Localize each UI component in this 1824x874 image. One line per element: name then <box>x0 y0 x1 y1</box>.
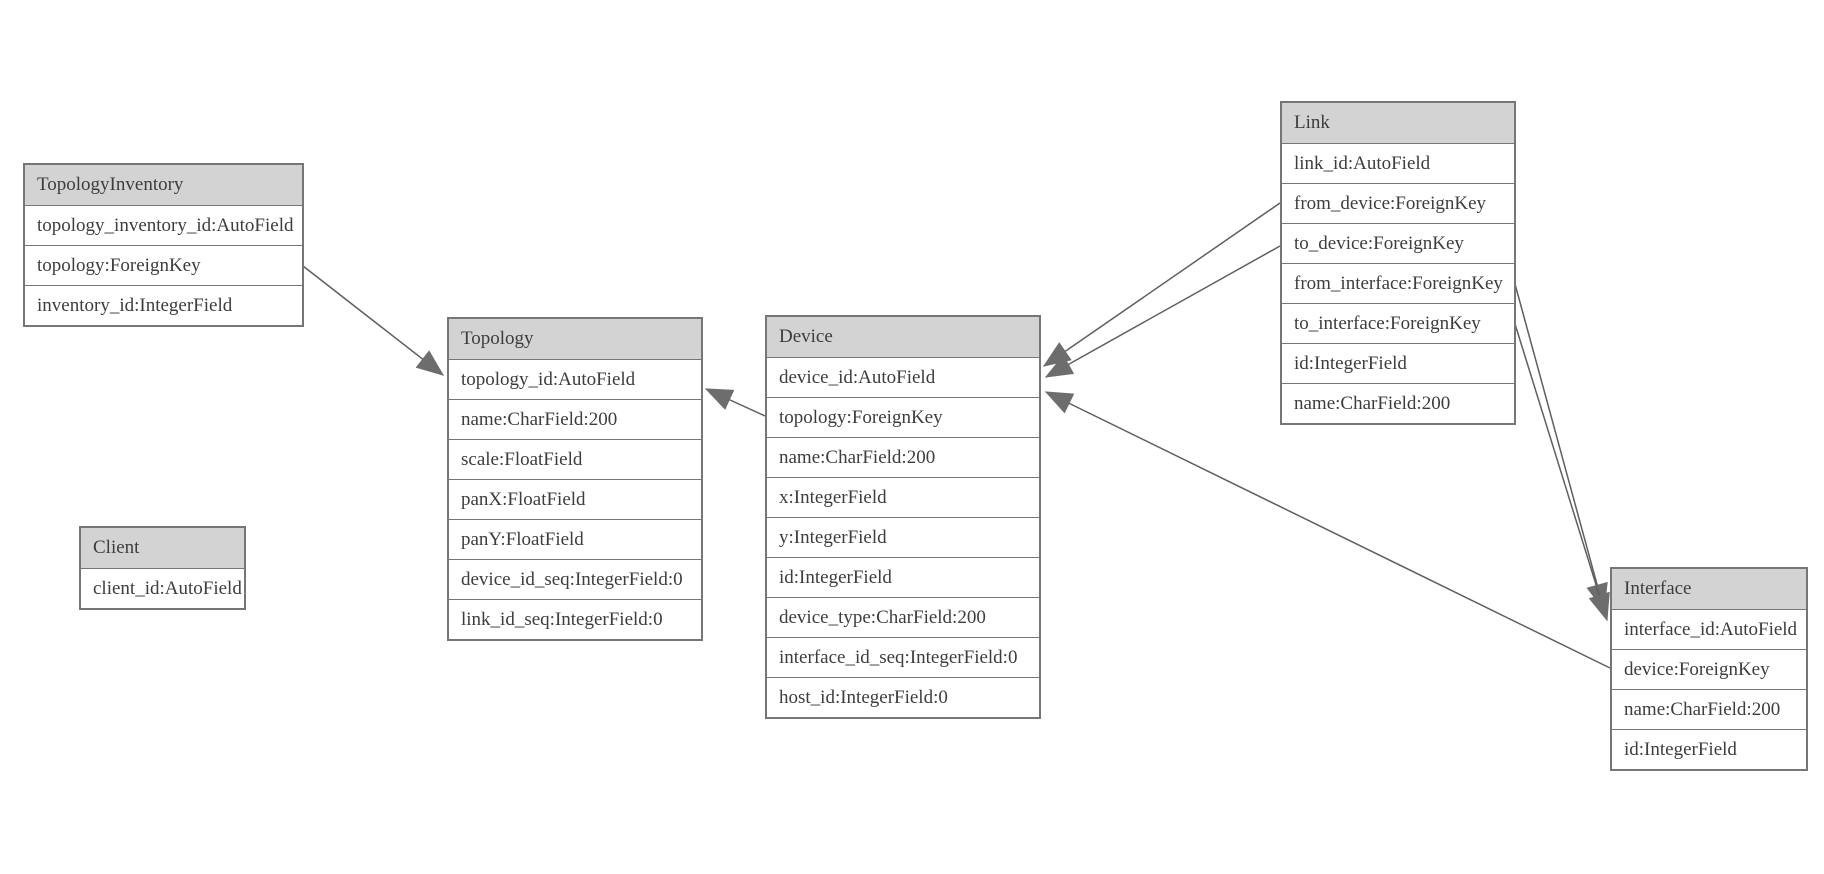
field-row: topology:ForeignKey <box>767 397 1039 437</box>
edge-device-topology <box>704 388 766 417</box>
field-row: topology_inventory_id:AutoField <box>37 215 294 236</box>
entity-link-title: Link <box>1282 103 1514 144</box>
entity-device-title: Device <box>767 317 1039 358</box>
field-row: link_id:AutoField <box>1294 153 1431 174</box>
field-row: device:ForeignKey <box>1612 649 1806 689</box>
entity-link: Link link_id:AutoField from_device:Forei… <box>1280 101 1516 425</box>
field-row: to_device:ForeignKey <box>1282 223 1514 263</box>
edge-link-tointerface-interface <box>1514 323 1610 622</box>
field-row: device_id:AutoField <box>779 367 936 388</box>
field-row: device_id_seq:IntegerField:0 <box>449 559 701 599</box>
field-row: panY:FloatField <box>449 519 701 559</box>
field-row: id:IntegerField <box>1282 343 1514 383</box>
field-row: interface_id_seq:IntegerField:0 <box>767 637 1039 677</box>
field-row: client_id:AutoField <box>93 578 242 599</box>
field-row: x:IntegerField <box>767 477 1039 517</box>
edge-topologyinventory-topology <box>302 265 445 376</box>
field-row: id:IntegerField <box>767 557 1039 597</box>
edge-link-todevice-device <box>1044 245 1281 378</box>
field-row: id:IntegerField <box>1612 729 1806 769</box>
field-row: to_interface:ForeignKey <box>1282 303 1514 343</box>
field-row: y:IntegerField <box>767 517 1039 557</box>
field-row: inventory_id:IntegerField <box>25 285 302 325</box>
field-row: from_interface:ForeignKey <box>1282 263 1514 303</box>
edge-link-fromdevice-device <box>1042 202 1281 367</box>
edge-link-frominterface-interface <box>1514 283 1608 612</box>
entity-device: Device device_id:AutoField topology:Fore… <box>765 315 1041 719</box>
field-row: name:CharField:200 <box>767 437 1039 477</box>
field-row: topology:ForeignKey <box>25 245 302 285</box>
field-row: link_id_seq:IntegerField:0 <box>449 599 701 639</box>
field-row: topology_id:AutoField <box>461 369 636 390</box>
entity-interface-title: Interface <box>1612 569 1806 610</box>
entity-interface: Interface interface_id:AutoField device:… <box>1610 567 1808 771</box>
field-row: name:CharField:200 <box>1282 383 1514 423</box>
field-row: scale:FloatField <box>449 439 701 479</box>
entity-client-title: Client <box>81 528 244 569</box>
entity-topologyinventory: TopologyInventory topology_inventory_id:… <box>23 163 304 327</box>
field-row: host_id:IntegerField:0 <box>767 677 1039 717</box>
field-row: name:CharField:200 <box>449 399 701 439</box>
field-row: name:CharField:200 <box>1612 689 1806 729</box>
entity-topologyinventory-title: TopologyInventory <box>25 165 302 206</box>
entity-topology-title: Topology <box>449 319 701 360</box>
field-row: interface_id:AutoField <box>1624 619 1798 640</box>
field-row: panX:FloatField <box>449 479 701 519</box>
field-row: from_device:ForeignKey <box>1282 183 1514 223</box>
field-row: device_type:CharField:200 <box>767 597 1039 637</box>
entity-client: Client client_id:AutoField <box>79 526 246 610</box>
entity-topology: Topology topology_id:AutoField name:Char… <box>447 317 703 641</box>
edge-interface-device <box>1044 391 1611 669</box>
